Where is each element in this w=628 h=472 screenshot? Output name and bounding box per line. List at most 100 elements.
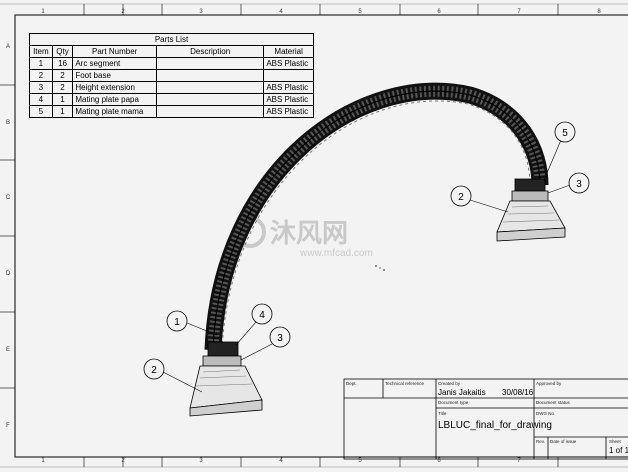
cell-part-number: Mating plate mama xyxy=(72,105,157,118)
zone-col-3: 3 xyxy=(199,9,203,15)
table-row: 4 1 Mating plate papa ABS Plastic xyxy=(29,93,314,106)
stray-marks xyxy=(375,265,385,271)
zone-col-8: 8 xyxy=(597,9,601,15)
cell-item: 1 xyxy=(29,57,53,70)
zone-col-5: 5 xyxy=(358,9,362,15)
balloon-right-3-label: 3 xyxy=(576,179,582,190)
sheet-label: Sheet xyxy=(609,439,621,444)
approved-by-label: Approved by xyxy=(536,381,562,386)
balloon-left-1-label: 1 xyxy=(174,317,180,328)
header-item: Item xyxy=(29,45,53,58)
balloon-right-2: 2 xyxy=(450,185,509,213)
arch-inner-chord xyxy=(221,100,531,351)
cell-item: 2 xyxy=(29,69,53,82)
left-foot-assembly xyxy=(189,341,263,417)
doc-type-label: Document type xyxy=(438,400,469,405)
watermark-sub: www.mfcad.com xyxy=(299,248,373,259)
balloon-left-4-label: 4 xyxy=(259,310,265,321)
header-qty: Qty xyxy=(51,45,74,58)
zone-row-c: C xyxy=(5,195,11,201)
header-description: Description xyxy=(155,45,265,58)
tech-ref-label: Technical reference xyxy=(385,381,425,386)
cell-description xyxy=(155,81,265,94)
zone-col-7-bottom: 7 xyxy=(517,458,521,464)
title-block: Dept. Technical reference Created by Jan… xyxy=(344,379,628,458)
zone-row-a: A xyxy=(5,44,10,50)
cell-material: ABS Plastic xyxy=(263,57,314,70)
header-material: Material xyxy=(263,45,314,58)
cell-description xyxy=(155,69,265,82)
title-label: Title xyxy=(438,411,447,416)
cell-qty: 2 xyxy=(51,69,74,82)
cell-qty: 2 xyxy=(51,81,74,94)
dwg-no-label: DWG No. xyxy=(536,411,556,416)
arch-chord xyxy=(212,90,541,351)
zone-col-4: 4 xyxy=(279,9,283,15)
cell-item: 3 xyxy=(29,81,53,94)
cell-qty: 16 xyxy=(51,57,74,70)
rev-label: Rev. xyxy=(536,439,545,444)
balloon-left-2: 2 xyxy=(143,358,203,393)
zone-col-4-bottom: 4 xyxy=(279,458,283,464)
created-date-value: 30/08/16 xyxy=(502,388,534,397)
table-row: 1 16 Arc segment ABS Plastic xyxy=(29,57,314,70)
date-of-issue-label: Date of issue xyxy=(550,439,577,444)
zone-col-7: 7 xyxy=(517,9,521,15)
zone-col-1: 1 xyxy=(41,9,45,15)
balloon-right-2-label: 2 xyxy=(458,192,464,203)
cell-qty: 1 xyxy=(51,105,74,118)
parts-list-title: Parts List xyxy=(29,33,314,46)
cell-item: 4 xyxy=(29,93,53,106)
doc-status-label: Document status xyxy=(536,400,570,405)
zone-col-2: 2 xyxy=(121,9,125,15)
balloon-right-3: 3 xyxy=(547,172,590,194)
title-block-grid xyxy=(343,378,628,460)
cell-part-number: Mating plate papa xyxy=(72,93,157,106)
cell-material xyxy=(263,69,314,82)
table-row: 2 2 Foot base xyxy=(29,69,314,82)
zone-col-6-bottom: 6 xyxy=(437,458,441,464)
zone-row-b: B xyxy=(5,120,10,126)
created-by-value: Janis Jakaitis xyxy=(438,388,486,397)
balloon-left-1: 1 xyxy=(166,310,218,336)
zone-col-6: 6 xyxy=(437,9,441,15)
zone-ticks xyxy=(0,4,559,467)
created-by-label: Created by xyxy=(438,381,461,386)
zone-col-2-bottom: 2 xyxy=(121,458,125,464)
cell-material: ABS Plastic xyxy=(263,81,314,94)
balloon-right-5: 5 xyxy=(543,121,576,181)
right-foot-assembly xyxy=(496,178,566,242)
cell-material: ABS Plastic xyxy=(263,105,314,118)
zone-row-e: E xyxy=(5,347,10,353)
parts-list-table: Parts List Item Qty Part Number Descript… xyxy=(29,33,314,118)
table-row: 3 2 Height extension ABS Plastic xyxy=(29,81,314,94)
zone-col-3-bottom: 3 xyxy=(199,458,203,464)
zone-col-1-bottom: 1 xyxy=(41,458,45,464)
balloon-right-5-label: 5 xyxy=(562,128,568,139)
cell-part-number: Height extension xyxy=(72,81,157,94)
dept-label: Dept. xyxy=(346,381,357,386)
cell-description xyxy=(155,57,265,70)
zone-col-5-bottom: 5 xyxy=(358,458,362,464)
balloon-left-3-label: 3 xyxy=(277,333,283,344)
zone-row-f: F xyxy=(6,423,10,429)
table-row: 5 1 Mating plate mama ABS Plastic xyxy=(29,105,314,118)
cell-description xyxy=(155,105,265,118)
cell-part-number: Arc segment xyxy=(72,57,157,70)
balloon-left-3: 3 xyxy=(240,326,291,361)
cell-description xyxy=(155,93,265,106)
drawing-title: LBLUC_final_for_drawing xyxy=(438,420,552,431)
zone-row-d: D xyxy=(5,271,11,277)
watermark-main: 沐风网 xyxy=(270,219,348,249)
header-part-number: Part Number xyxy=(72,45,157,58)
arch-assembly xyxy=(204,82,549,351)
cell-item: 5 xyxy=(29,105,53,118)
cell-part-number: Foot base xyxy=(72,69,157,82)
watermark: 沐风网 www.mfcad.com xyxy=(234,216,373,259)
cell-material: ABS Plastic xyxy=(263,93,314,106)
sheet-value: 1 of 1 xyxy=(609,446,628,455)
balloon-left-2-label: 2 xyxy=(151,365,157,376)
balloon-left-4: 4 xyxy=(235,303,273,346)
